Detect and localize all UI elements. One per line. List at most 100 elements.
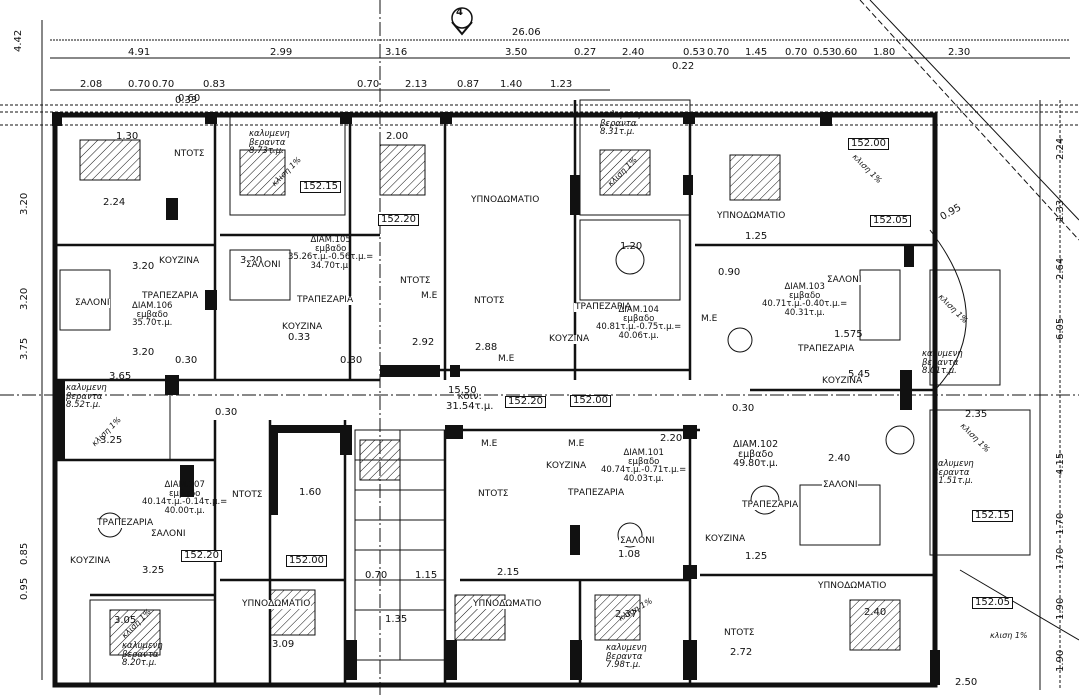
veranda-4-label: βεραντα: [66, 391, 103, 402]
veranda-2-covered: καλυμενη: [600, 110, 641, 120]
apt-103-area-label: εμβαδο: [788, 290, 821, 301]
apt-101-area-label: εμβαδο: [627, 456, 660, 467]
dim-row2-10: 1.23: [550, 79, 573, 90]
veranda-3-area: 8.01τ.μ.: [922, 366, 957, 376]
room-dining-3: ΤΡΑΠΕΖΑΡΙΑ: [574, 302, 633, 312]
dim-325-b: 2.40: [864, 607, 887, 618]
apt-104-net: 40.06τ.μ.: [618, 330, 659, 341]
dim-row2-3: 0.70: [152, 79, 175, 90]
veranda-6-covered: καλυμενη: [122, 641, 163, 651]
apt-107-net: 40.00τ.μ.: [164, 505, 205, 516]
veranda-7-label: βεραντα: [606, 651, 643, 662]
dim-255: 1.35: [385, 614, 408, 625]
elevation-marker-10: 152.05: [972, 597, 1013, 609]
veranda-1-label: βεραντα: [249, 137, 286, 148]
room-bedroom-1: ΥΠΝΟΔΩΜΑΤΙΟ: [470, 195, 541, 205]
room-kitchen-7: ΚΟΥΖΙΝΑ: [69, 556, 112, 566]
dim-left-473: 3.20: [19, 192, 30, 215]
dim-135-b: 2.88: [475, 342, 498, 353]
dim-right-133: 1.90: [1055, 649, 1066, 672]
apt-107-name: ΔΙΑΜ.107: [164, 480, 205, 490]
dim-row2-5: 0.60: [178, 93, 201, 104]
veranda-3-label: βεραντα: [922, 357, 959, 368]
room-kitchen-1: ΚΟΥΖΙΝΑ: [158, 256, 201, 266]
apt-101-gross: 40.74τ.μ.-0.71τ.μ.=: [601, 465, 687, 475]
dim-top-11: 0.53: [813, 47, 836, 58]
dim-320-c: 1.20: [620, 241, 643, 252]
dim-right-140: 1.90: [1055, 597, 1066, 620]
apt-101-net: 40.03τ.μ.: [623, 473, 664, 484]
dim-030-d: 0.30: [732, 403, 755, 414]
slope-label-9: κλιση 1%: [990, 631, 1028, 640]
dim-left-top: 4.42: [13, 29, 24, 52]
dim-030-b: 0.30: [215, 407, 238, 418]
dim-135: 2.92: [412, 337, 435, 348]
apt-105-area-label: εμβαδο: [314, 243, 347, 254]
apt-106-area-label: εμβαδο: [136, 309, 168, 320]
room-wc-2: ΝΤΟΤΣ: [399, 276, 432, 286]
veranda-7-area: 7.98τ.μ.: [606, 660, 641, 670]
veranda-4-covered: καλυμενη: [66, 383, 107, 393]
apt-107-gross: 40.14τ.μ.-0.14τ.μ.=: [142, 497, 228, 507]
dim-325-a: 1.25: [745, 231, 768, 242]
common-area-label: κοιν.: [457, 391, 482, 402]
dim-289: 2.37: [615, 609, 638, 620]
room-dining-6: ΤΡΑΠΕΖΑΡΙΑ: [741, 500, 800, 510]
room-living-3: ΣΑΛΟΝΙ: [826, 275, 863, 285]
dim-224: 2.50: [955, 677, 978, 688]
room-kitchen-2: ΚΟΥΖΙΝΑ: [281, 322, 324, 332]
apt-104-block: ΔΙΑΜ.104 εμβαδο 40.81τ.μ.-0.75τ.μ.= 40.0…: [596, 306, 681, 340]
dim-190: 1.25: [745, 551, 768, 562]
dim-right-120: 2.24: [1055, 137, 1066, 160]
veranda-2: καλυμενη βεραντα 8.31τ.μ.: [600, 111, 641, 137]
apt-103-net: 40.31τ.μ.: [784, 307, 825, 318]
dim-row2-9: 1.40: [500, 79, 523, 90]
dim-250-b: 2.00: [386, 131, 409, 142]
dim-250: 2.72: [730, 647, 753, 658]
room-wc-1: ΝΤΟΤΣ: [173, 149, 206, 159]
apt-102-area-label: εμβαδο: [738, 448, 774, 460]
dim-left-078: 0.95: [19, 577, 30, 600]
veranda-2-label: βεραντα: [600, 118, 637, 129]
dim-170-b: 1.60: [299, 487, 322, 498]
room-kitchen-6: ΚΟΥΖΙΝΑ: [704, 534, 747, 544]
apt-105-block: ΔΙΑΜ.105 εμβαδο 35.26τ.μ.-0.56τ.μ.= 34.7…: [288, 236, 373, 270]
apt-102-block: ΔΙΑΜ.102 εμβαδο 49.80τ.μ.: [733, 440, 778, 469]
dim-row2-2: 0.70: [128, 79, 151, 90]
north-marker-label: 4: [456, 7, 463, 18]
apt-102-name: ΔΙΑΜ.102: [733, 439, 779, 450]
dim-top-9: 1.45: [745, 47, 768, 58]
veranda-5-covered: καλυμενη: [933, 459, 974, 469]
apt-103-name: ΔΙΑΜ.103: [784, 282, 825, 292]
apt-101-name: ΔΙΑΜ.101: [623, 448, 664, 458]
veranda-7: καλυμενη βεραντα 7.98τ.μ.: [606, 644, 647, 670]
dim-312: 3.25: [100, 435, 123, 446]
veranda-2-area: 8.31τ.μ.: [600, 127, 635, 137]
apt-104-area-label: εμβαδο: [622, 313, 655, 324]
dim-120-ext: 2.24: [103, 197, 126, 208]
veranda-7-covered: καλυμενη: [606, 643, 647, 653]
dim-top-5: 0.27: [574, 47, 597, 58]
apt-106-name: ΔΙΑΜ.106: [132, 301, 173, 311]
dim-1550: 15.50: [448, 385, 477, 396]
dim-row2-8: 0.87: [457, 79, 480, 90]
dim-170-a: 0.90: [718, 267, 741, 278]
apt-105-gross: 35.26τ.μ.-0.56τ.μ.=: [288, 252, 374, 262]
apt-104-name: ΔΙΑΜ.104: [618, 305, 659, 315]
dim-top-7: 0.53: [683, 47, 706, 58]
veranda-1-area: 8.73τ.μ.: [249, 146, 284, 156]
dim-right-215: 1.33: [1055, 199, 1066, 222]
elevation-marker-2: 152.20: [378, 214, 419, 226]
apt-106-net: 35.70τ.μ.: [132, 318, 173, 328]
dim-top-8: 0.70: [707, 47, 730, 58]
elevation-marker-1: 152.15: [300, 181, 341, 193]
dim-right-240: 4.15: [1055, 452, 1066, 475]
apt-105-net: 34.70τ.μ.: [310, 260, 351, 271]
room-living-2: ΣΑΛΟΝΙ: [245, 260, 282, 270]
dim-top-4: 3.50: [505, 47, 528, 58]
elevation-marker-3: 152.00: [848, 138, 889, 150]
room-living-5: ΣΑΛΟΝΙ: [822, 480, 859, 490]
veranda-6-area: 8.20τ.μ.: [122, 658, 157, 668]
room-kitchen-5: ΚΟΥΖΙΝΑ: [545, 461, 588, 471]
